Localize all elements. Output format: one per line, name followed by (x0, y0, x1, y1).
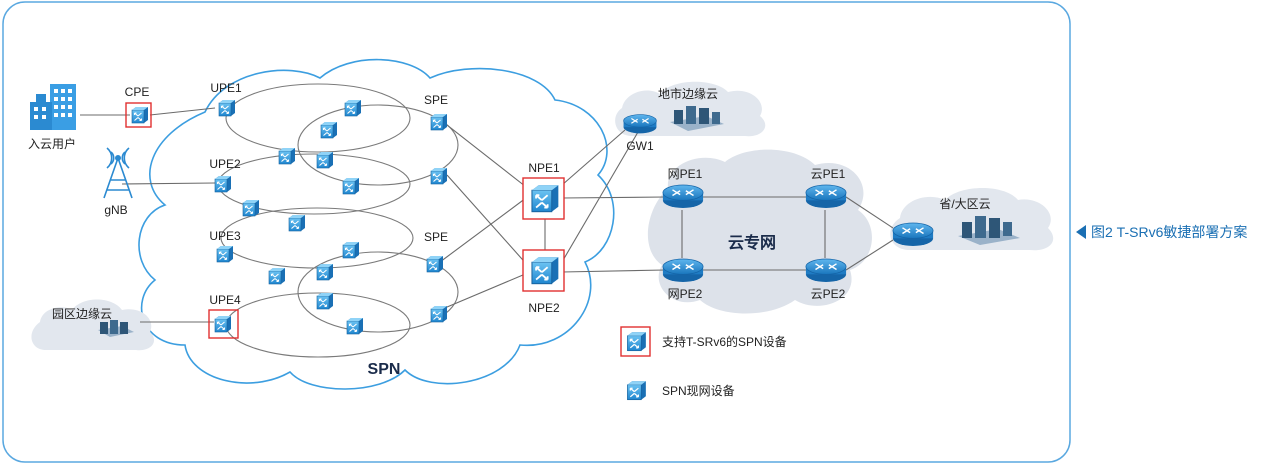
legend: 支持T-SRv6的SPN设备 SPN现网设备 (620, 326, 787, 401)
spn-device-icon (316, 292, 334, 310)
gnb-label: gNB (104, 203, 127, 217)
cpe-label: CPE (125, 85, 150, 99)
spe-top-label: SPE (424, 93, 448, 107)
park-server-icon (98, 320, 134, 337)
spn-device-icon (430, 167, 448, 185)
upe3-device-icon (216, 245, 234, 263)
gw1-label: GW1 (626, 139, 654, 153)
spn-device-icon (342, 177, 360, 195)
cloudpe1-label: 云PE1 (811, 167, 846, 181)
upe1-label: UPE1 (210, 81, 242, 95)
npe2-device-icon (531, 256, 560, 285)
cpe-highlight (125, 102, 152, 128)
spn-device-icon (342, 241, 360, 259)
spn-device-icon (346, 317, 364, 335)
spn-device-icon (320, 121, 338, 139)
npe1-label: NPE1 (528, 161, 560, 175)
user-label: 入云用户 (28, 136, 76, 151)
upe4-highlight (208, 309, 239, 339)
spn-device-icon (344, 99, 362, 117)
cpe-device-icon (131, 106, 149, 124)
netpe2-label: 网PE2 (668, 287, 703, 301)
upe3-label: UPE3 (209, 229, 241, 243)
upe2-label: UPE2 (209, 157, 241, 171)
netpe1-router-icon (662, 184, 704, 209)
spe-bottom-label: SPE (424, 230, 448, 244)
legend-item-label: 支持T-SRv6的SPN设备 (662, 334, 787, 349)
cloudpe2-router-icon (805, 258, 847, 283)
caption-triangle-icon (1076, 225, 1086, 239)
park-edge-cloud (31, 299, 155, 351)
spe-bottom-device-icon (426, 255, 444, 273)
cloudpe2-label: 云PE2 (811, 287, 846, 301)
cloud-net-label: 云专网 (728, 233, 776, 252)
upe4-device-icon (214, 315, 232, 333)
cloudpe1-router-icon (805, 184, 847, 209)
city-cloud-label: 地市边缘云 (658, 86, 718, 101)
spn-device-icon (626, 380, 647, 401)
spn-device-icon (316, 263, 334, 281)
spn-device-highlighted-icon (626, 331, 647, 352)
netpe2-router-icon (662, 258, 704, 283)
spn-cloud (138, 58, 615, 390)
upe4-label: UPE4 (209, 293, 241, 307)
netpe1-label: 网PE1 (668, 167, 703, 181)
npe1-device-icon (531, 184, 560, 213)
park-cloud-label: 园区边缘云 (52, 307, 112, 321)
spn-device-icon (242, 199, 260, 217)
spn-device-icon (288, 214, 306, 232)
province-cloud-label: 省/大区云 (939, 197, 990, 211)
building-icon (30, 84, 76, 130)
gw1-router-icon (622, 114, 658, 134)
spn-device-icon (278, 147, 296, 165)
gnb-tower-icon (103, 147, 133, 199)
npe2-label: NPE2 (528, 301, 560, 315)
city-server-icon (670, 106, 724, 131)
spn-device-icon (316, 151, 334, 169)
spn-label: SPN (368, 361, 401, 378)
legend-item-label: SPN现网设备 (662, 384, 735, 398)
figure-caption: 图2 T-SRv6敏捷部署方案 (1091, 224, 1247, 240)
spe-top-device-icon (430, 113, 448, 131)
upe2-device-icon (214, 175, 232, 193)
province-server-icon (958, 216, 1020, 245)
spn-device-icon (430, 305, 448, 323)
upe1-device-icon (218, 99, 236, 117)
links (80, 107, 894, 323)
spn-device-icon (268, 267, 286, 285)
province-router-icon (892, 222, 934, 247)
